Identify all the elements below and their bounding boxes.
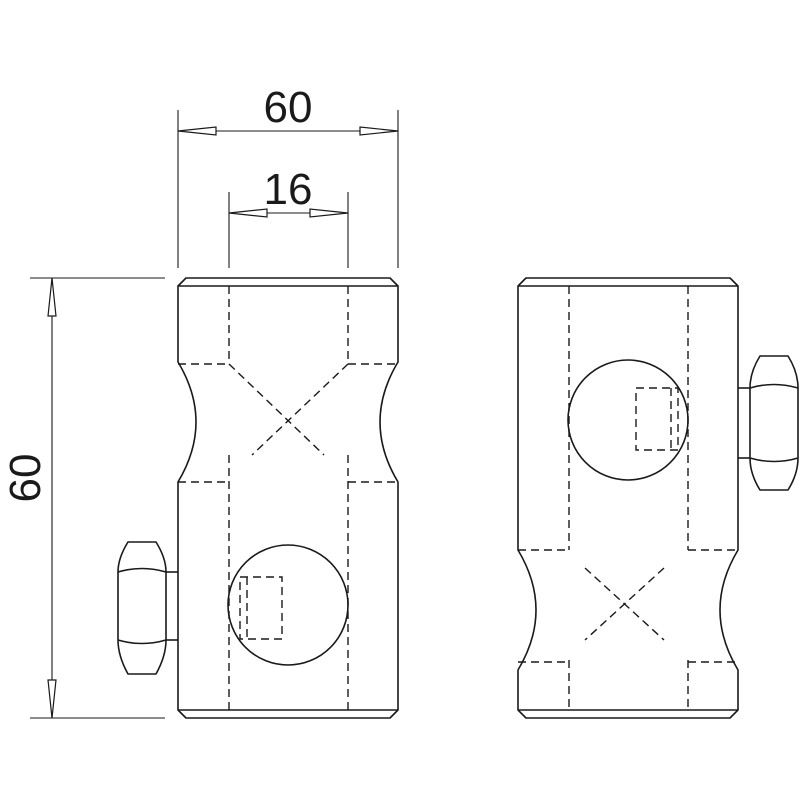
left-body-outline	[177, 277, 399, 719]
right-hex-nut	[738, 355, 799, 491]
dimension-label-spacing: 16	[264, 165, 313, 214]
left-top-hidden-bore	[178, 286, 398, 710]
dimension-overall-height: 60	[1, 277, 165, 719]
left-hex-nut	[117, 541, 178, 675]
right-body-outline	[517, 277, 739, 719]
left-cross-hole	[227, 544, 349, 666]
dimension-overall-width: 60	[177, 83, 399, 268]
right-cross-hole	[567, 359, 689, 481]
right-set-screw-hidden	[635, 387, 679, 451]
right-view	[517, 277, 799, 719]
left-view	[117, 277, 399, 719]
dimension-hole-spacing: 16	[228, 165, 349, 268]
dimension-label-width: 60	[264, 83, 313, 132]
left-set-screw-hidden	[239, 576, 283, 640]
right-hidden-bore	[518, 286, 738, 710]
dimension-label-height: 60	[1, 454, 50, 503]
